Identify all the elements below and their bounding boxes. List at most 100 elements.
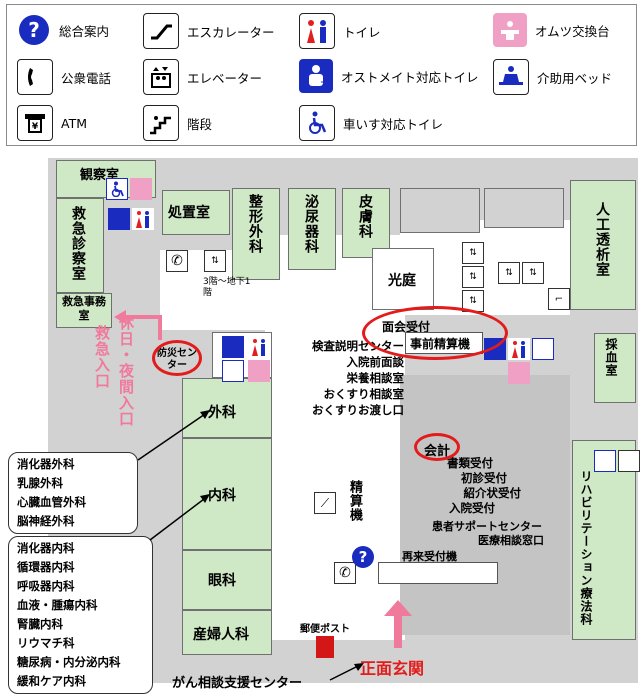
care-bed-icon <box>618 450 640 472</box>
room-shochi-label: 処置室 <box>168 205 210 221</box>
room-kotei <box>372 248 434 310</box>
room-hinyo <box>288 188 336 270</box>
ostomate-icon: + <box>299 59 333 93</box>
elevator-note-label: 3階〜地下1階 <box>203 277 251 298</box>
svg-text:+: + <box>320 78 328 88</box>
room-gray-block1 <box>400 188 480 233</box>
escalator-icon <box>143 13 179 49</box>
elevator-icon: ⇅ <box>522 262 544 284</box>
room-shochi <box>162 190 230 235</box>
stairs-icon: ⌐ <box>548 288 570 310</box>
legend-ostomate: + オストメイト対応トイレ <box>299 59 479 93</box>
phone-icon <box>17 59 53 95</box>
service-nyuin: 入院受付 <box>449 501 495 515</box>
wheelchair-icon <box>532 338 554 360</box>
toilet-icon <box>248 336 270 358</box>
room-ganka-label: 眼科 <box>208 573 236 589</box>
service-eiyo: 栄養相談室 <box>346 371 405 385</box>
phone-icon: ✆ <box>166 250 188 272</box>
highlight-kaikei <box>414 433 460 461</box>
seisan-label: 精算機 <box>347 480 362 522</box>
legend-diaper: オムツ交換台 <box>493 13 610 47</box>
legend-stairs: 階段 <box>143 105 212 141</box>
legend-care-bed: 介助用ベッド <box>493 59 612 95</box>
room-kyukyu-jimu <box>56 293 112 328</box>
wheelchair-icon <box>299 105 335 141</box>
dept-shokaki-naika: 消化器内科 <box>17 541 75 555</box>
yubin-label: 郵便ポスト <box>300 624 350 635</box>
dept-shinzo: 心臓血管外科 <box>17 495 86 509</box>
post-box-icon <box>316 636 334 658</box>
legend-atm: ¥ ATM <box>17 105 87 141</box>
svg-text:¥: ¥ <box>32 122 39 132</box>
service-nyuin-mendan: 入院前面談 <box>346 355 405 369</box>
gan-center-label: がん相談支援センター <box>172 676 303 691</box>
service-okusuri-sodan: おくすり相談室 <box>323 387 405 401</box>
diaper-table-icon <box>508 362 530 384</box>
care-bed-icon <box>493 59 529 95</box>
toilet-icon <box>299 13 335 49</box>
elevator-icon: ⇅ <box>462 266 484 288</box>
floor-map: 観察室 救急診察室 救急事務室 処置室 整形外科 泌尿器科 皮膚科 光庭 人工透… <box>0 150 643 693</box>
entrance-arrow <box>114 310 162 340</box>
service-kanja-support: 患者サポートセンター <box>432 520 542 533</box>
main-entrance-label: 正面玄関 <box>360 659 425 678</box>
room-saiketsu-label: 採血室 <box>604 338 618 377</box>
yakan-entrance-label: 休日・夜間入口 <box>117 315 135 427</box>
info-icon: ? <box>17 13 51 47</box>
dept-jinzo: 腎臓内科 <box>17 617 63 631</box>
service-shokaijo: 紹介状受付 <box>463 486 522 500</box>
saiyo-machine <box>378 562 498 584</box>
diaper-table-icon <box>493 13 527 47</box>
wheelchair-icon <box>106 178 128 200</box>
room-sanfujin <box>182 610 272 655</box>
room-kyukyu-shinsatsu <box>56 198 104 293</box>
room-hinyo-label: 泌尿器科 <box>303 194 319 254</box>
room-sanfujin-label: 産婦人科 <box>193 627 249 643</box>
room-kyukyu-jimu-label: 救急事務室 <box>62 295 106 322</box>
dept-tonyobyo: 糖尿病・内分泌内科 <box>17 655 121 669</box>
room-geka <box>182 378 272 438</box>
svg-text:?: ? <box>28 18 40 42</box>
diaper-table-icon <box>248 360 270 382</box>
dept-shokaki-geka: 消化器外科 <box>17 457 75 471</box>
legend-toilet: トイレ <box>299 13 381 49</box>
service-shorui: 書類受付 <box>447 456 493 470</box>
room-jinko-label: 人工透析室 <box>594 202 610 277</box>
room-seikei <box>232 188 280 280</box>
saiyo-label: 再来受付機 <box>402 550 457 563</box>
dept-noshinkei: 脳神経外科 <box>17 514 75 528</box>
dept-junkanki: 循環器内科 <box>17 560 75 574</box>
dept-nyusen: 乳腺外科 <box>17 476 63 490</box>
waiting-area <box>400 375 570 635</box>
service-okusuri-watashi: おくすりお渡し口 <box>312 403 404 417</box>
naika-callout: 消化器内科 循環器内科 呼吸器内科 血液・腫瘍内科 腎臓内科 リウマチ科 糖尿病… <box>8 536 153 694</box>
service-shoshin: 初診受付 <box>461 471 507 485</box>
dept-kokyuki: 呼吸器内科 <box>17 579 75 593</box>
toilet-icon <box>132 208 154 230</box>
room-hifu-label: 皮膚科 <box>357 194 373 239</box>
kyukyu-entrance-label: 救急入口 <box>93 325 111 389</box>
legend-escalator: エスカレーター <box>143 13 275 49</box>
wheelchair-icon <box>222 360 244 382</box>
geka-callout: 消化器外科 乳腺外科 心臓血管外科 脳神経外科 <box>8 452 138 534</box>
ostomate-icon <box>222 336 244 358</box>
legend-wheelchair: 車いす対応トイレ <box>299 105 443 141</box>
highlight-bosai <box>152 340 202 376</box>
stairs-icon <box>143 105 179 141</box>
room-saiketsu <box>594 333 636 403</box>
kaikei-service-list: 書類受付 初診受付 紹介状受付 入院受付 <box>405 456 555 516</box>
room-naika-label: 内科 <box>208 488 236 504</box>
elevator-icon: ⇅ <box>204 250 226 272</box>
ostomate-icon <box>108 208 130 230</box>
info-icon: ? <box>352 546 374 568</box>
room-gray-block2 <box>484 188 564 228</box>
highlight-menkai <box>362 306 508 360</box>
legend-panel: ? 総合案内 エスカレーター トイレ オムツ交換台 公衆電話 エレベーター <box>6 4 637 146</box>
room-geka-label: 外科 <box>208 405 236 421</box>
toilet-icon <box>508 338 530 360</box>
room-hifu <box>342 188 390 258</box>
legend-elevator: エレベーター <box>143 59 262 95</box>
main-entrance-arrow <box>384 600 412 648</box>
elevator-icon <box>143 59 179 95</box>
